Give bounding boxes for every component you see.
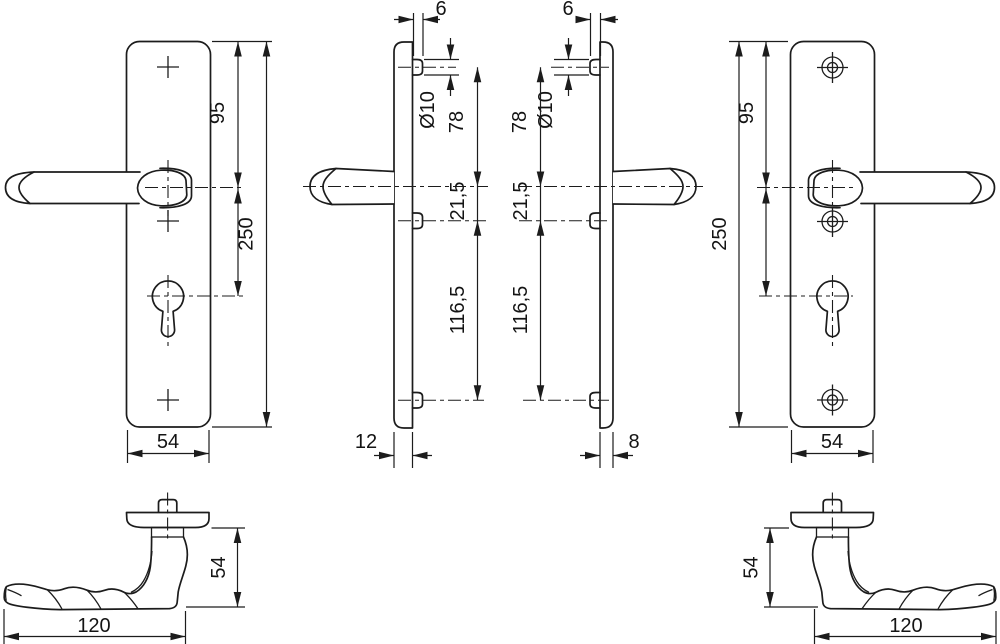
lever-end-cap-line xyxy=(669,167,684,206)
dimensions-side-right: 6 Ø10 78 21,5 116,5 8 xyxy=(509,0,640,468)
dim-116-5-label: 116,5 xyxy=(447,286,469,335)
dim-54-label: 54 xyxy=(157,431,179,453)
lever-end-cap-line xyxy=(965,171,982,205)
dim-21-5-label: 21,5 xyxy=(447,182,469,221)
lever-end-cap-line xyxy=(18,171,35,205)
backplate-outline xyxy=(789,40,876,428)
grip-tip-lines xyxy=(978,587,996,601)
view-lever-profile-right: 54 120 xyxy=(741,492,997,644)
neck-crease-line xyxy=(130,550,153,593)
dimensions-profile-left: 54 120 xyxy=(3,527,245,644)
dim-d10-label: Ø10 xyxy=(417,91,439,129)
grip-tip-lines xyxy=(4,587,22,601)
dim-21-5-label: 21,5 xyxy=(510,182,532,221)
view-backplate-front-right: 95 250 54 xyxy=(709,40,996,463)
dim-78-label: 78 xyxy=(509,111,531,133)
dim-6-label: 6 xyxy=(562,0,573,20)
view-backplate-side-left: 6 Ø10 78 21,5 116,5 12 xyxy=(303,0,488,468)
dimensions-side-left: 6 Ø10 78 21,5 116,5 12 xyxy=(355,0,482,468)
lever-bar xyxy=(4,171,141,205)
dim-95-label: 95 xyxy=(207,102,229,124)
neck-crease-line xyxy=(847,550,870,593)
screw-cross-top xyxy=(157,56,179,78)
finger-groove-lines xyxy=(47,589,139,610)
dim-95-label: 95 xyxy=(736,102,758,124)
dim-12-label: 12 xyxy=(355,431,377,453)
stud-top xyxy=(589,58,601,76)
dimensions-front-left: 95 250 54 xyxy=(126,40,272,463)
dimensions-profile-right: 54 120 xyxy=(741,527,997,644)
lever-grip-outline xyxy=(811,536,997,611)
plate-profile xyxy=(393,41,414,429)
dim-54-label: 54 xyxy=(208,556,230,578)
dim-120-label: 120 xyxy=(889,615,922,637)
dim-54-label: 54 xyxy=(741,556,763,578)
dim-d10-label: Ø10 xyxy=(535,91,557,129)
dim-116-5-label: 116,5 xyxy=(510,286,532,335)
view-backplate-front-left: 95 250 54 xyxy=(4,40,272,463)
lever-grip-outline xyxy=(3,536,189,611)
dim-120-label: 120 xyxy=(77,615,110,637)
screw-cross-bottom xyxy=(157,389,179,411)
finger-groove-lines xyxy=(861,589,953,610)
dim-8-label: 8 xyxy=(628,431,639,453)
stud-bottom xyxy=(411,391,424,409)
dimensions-front-right: 95 250 54 xyxy=(709,40,874,463)
plate-profile xyxy=(599,41,614,429)
dim-78-label: 78 xyxy=(446,111,468,133)
backplate-outline xyxy=(125,40,212,428)
view-backplate-side-right: 6 Ø10 78 21,5 116,5 8 xyxy=(509,0,703,468)
dim-6-label: 6 xyxy=(435,0,446,20)
view-lever-profile-left: 54 120 xyxy=(3,492,245,644)
screw-head-top xyxy=(817,52,848,83)
lever-bar xyxy=(859,171,996,205)
dim-54-label: 54 xyxy=(821,431,843,453)
dim-250-label: 250 xyxy=(236,217,258,250)
stud-top xyxy=(411,58,424,76)
dim-250-label: 250 xyxy=(709,217,731,250)
stud-middle xyxy=(411,212,424,230)
screw-head-bottom xyxy=(817,384,848,416)
